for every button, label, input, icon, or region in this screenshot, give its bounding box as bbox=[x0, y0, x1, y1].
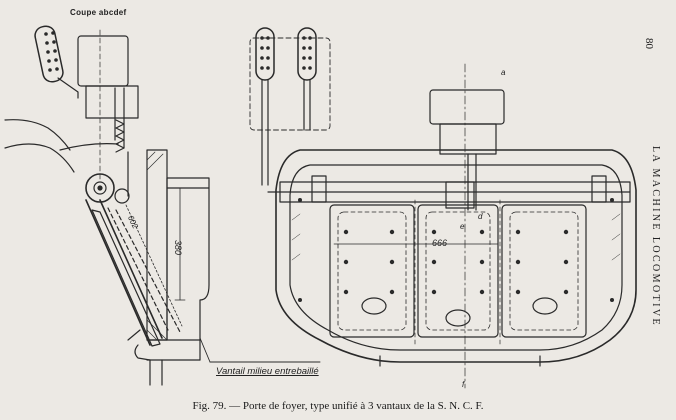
front-view bbox=[249, 27, 637, 389]
running-head: LA MACHINE LOCOMOTIVE bbox=[650, 146, 661, 327]
section-mark-bottom: f bbox=[462, 380, 465, 389]
page-number: 80 bbox=[643, 38, 655, 49]
section-mark-top: a bbox=[501, 68, 506, 77]
section-mark-inner-2: e bbox=[460, 222, 465, 231]
section-mark-inner-1: d bbox=[478, 212, 483, 221]
figure-caption: Fig. 79. — Porte de foyer, type unifié à… bbox=[192, 400, 484, 412]
dimension-left-width: 380 bbox=[173, 240, 183, 256]
section-label: Coupe abcdef bbox=[70, 8, 127, 17]
side-section-view bbox=[4, 25, 321, 386]
annotation-vantail: Vantail milieu entrebaillé bbox=[216, 366, 319, 377]
dimension-front-width: 666 bbox=[432, 238, 448, 248]
